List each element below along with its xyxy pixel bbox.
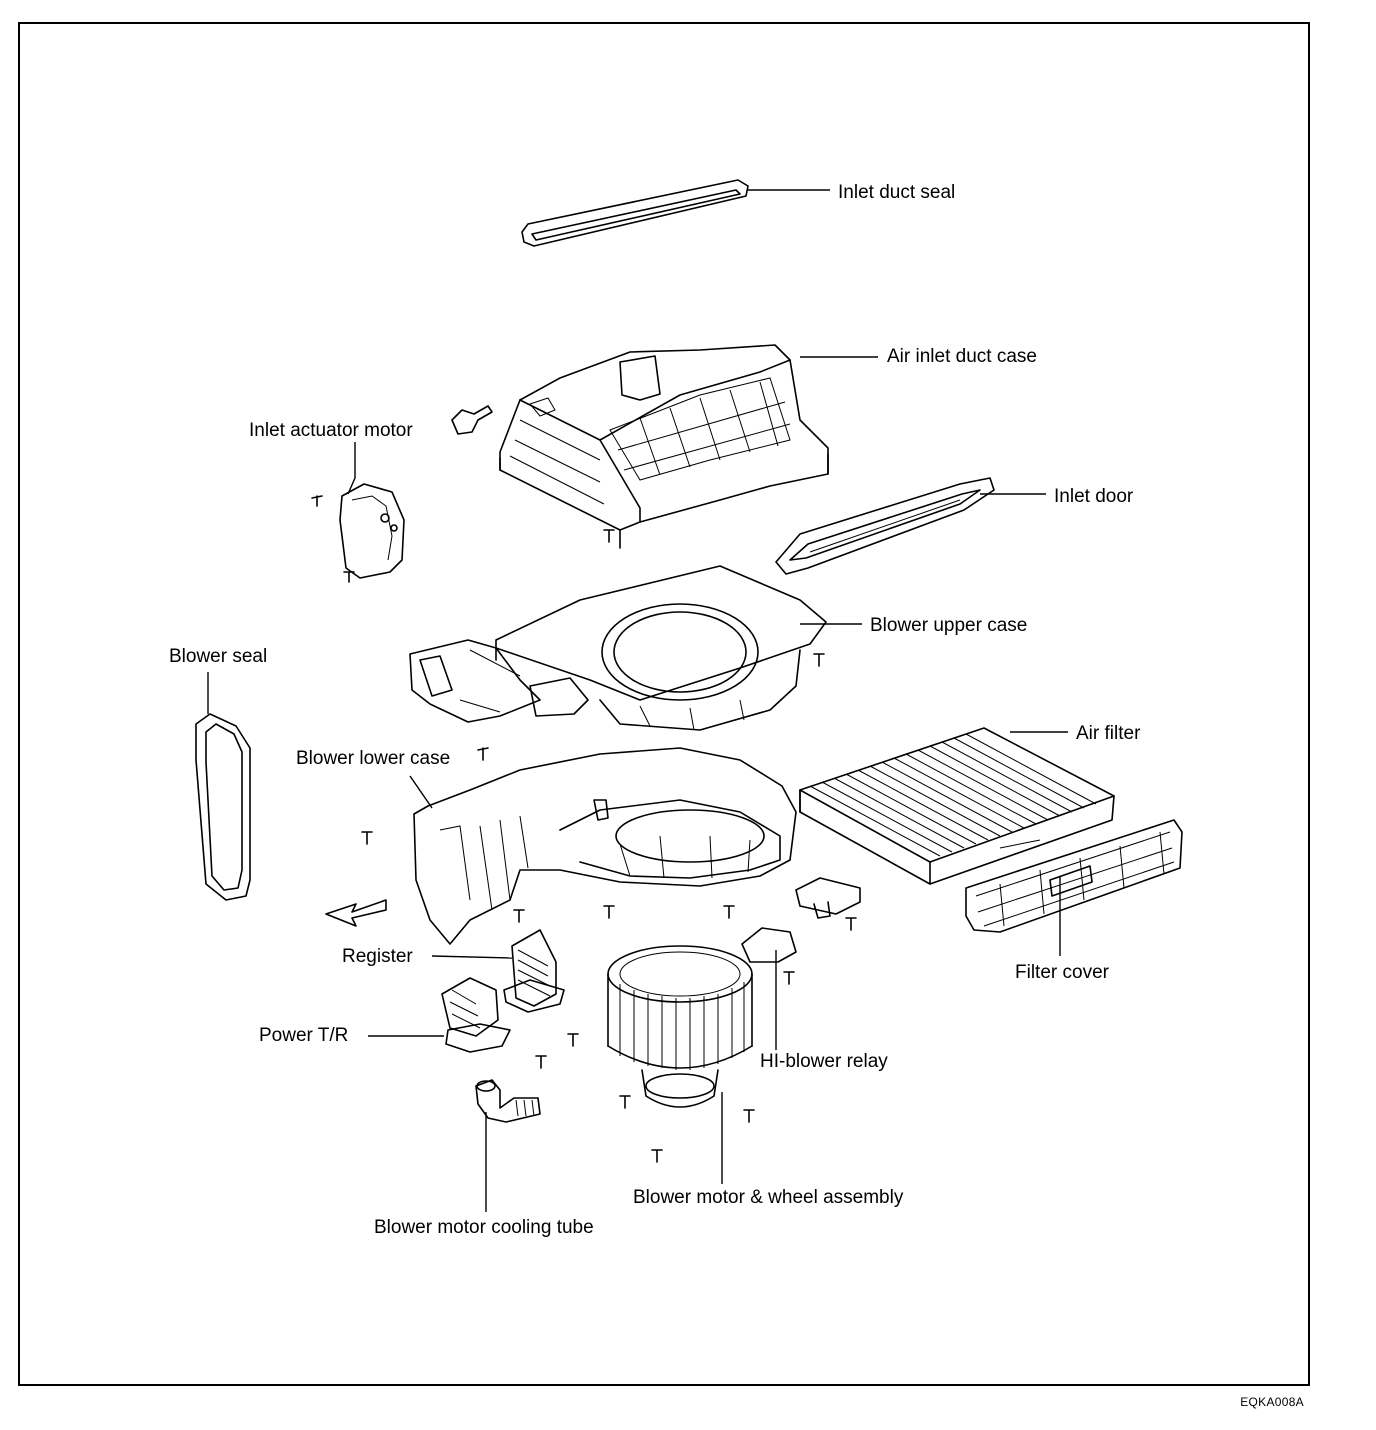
leader-lines: [207, 189, 1068, 1212]
label-blower-upper-case: Blower upper case: [870, 615, 1028, 636]
cooling-tube-part: [475, 1079, 541, 1123]
label-register: Register: [342, 946, 413, 967]
label-blower-lower-case: Blower lower case: [296, 748, 451, 769]
label-blower-seal: Blower seal: [169, 646, 268, 667]
air-filter-part: [799, 727, 1115, 885]
label-inlet-actuator-motor: Inlet actuator motor: [249, 420, 413, 441]
label-inlet-door: Inlet door: [1054, 486, 1134, 507]
inlet-actuator-motor-part: [311, 405, 493, 583]
filter-cover-part: [965, 819, 1183, 933]
air-inlet-duct-case-part: [499, 344, 829, 549]
label-filter-cover: Filter cover: [1015, 962, 1109, 983]
figure-frame: [18, 22, 1310, 1386]
blower-motor-wheel-part: [607, 945, 753, 1108]
screws: [361, 529, 857, 1163]
blower-lower-case-part: [413, 747, 797, 945]
hi-blower-relay-part: [741, 877, 861, 963]
label-air-inlet-duct-case: Air inlet duct case: [887, 346, 1037, 367]
power-tr-part: [441, 977, 511, 1053]
label-hi-blower-relay: HI-blower relay: [760, 1051, 888, 1072]
figure-code: EQKA008A: [1240, 1395, 1304, 1409]
blower-seal-part: [195, 713, 251, 901]
label-power-tr: Power T/R: [259, 1025, 349, 1046]
label-blower-motor-wheel: Blower motor & wheel assembly: [633, 1187, 904, 1208]
inlet-duct-seal-part: [521, 179, 749, 247]
blower-upper-case-part: [409, 565, 827, 731]
label-blower-motor-cooling-tube: Blower motor cooling tube: [374, 1217, 594, 1238]
label-air-filter: Air filter: [1076, 723, 1141, 744]
airflow-arrow: [325, 899, 387, 927]
register-part: [503, 929, 565, 1013]
label-inlet-duct-seal: Inlet duct seal: [838, 182, 956, 203]
inlet-door-part: [775, 477, 995, 575]
